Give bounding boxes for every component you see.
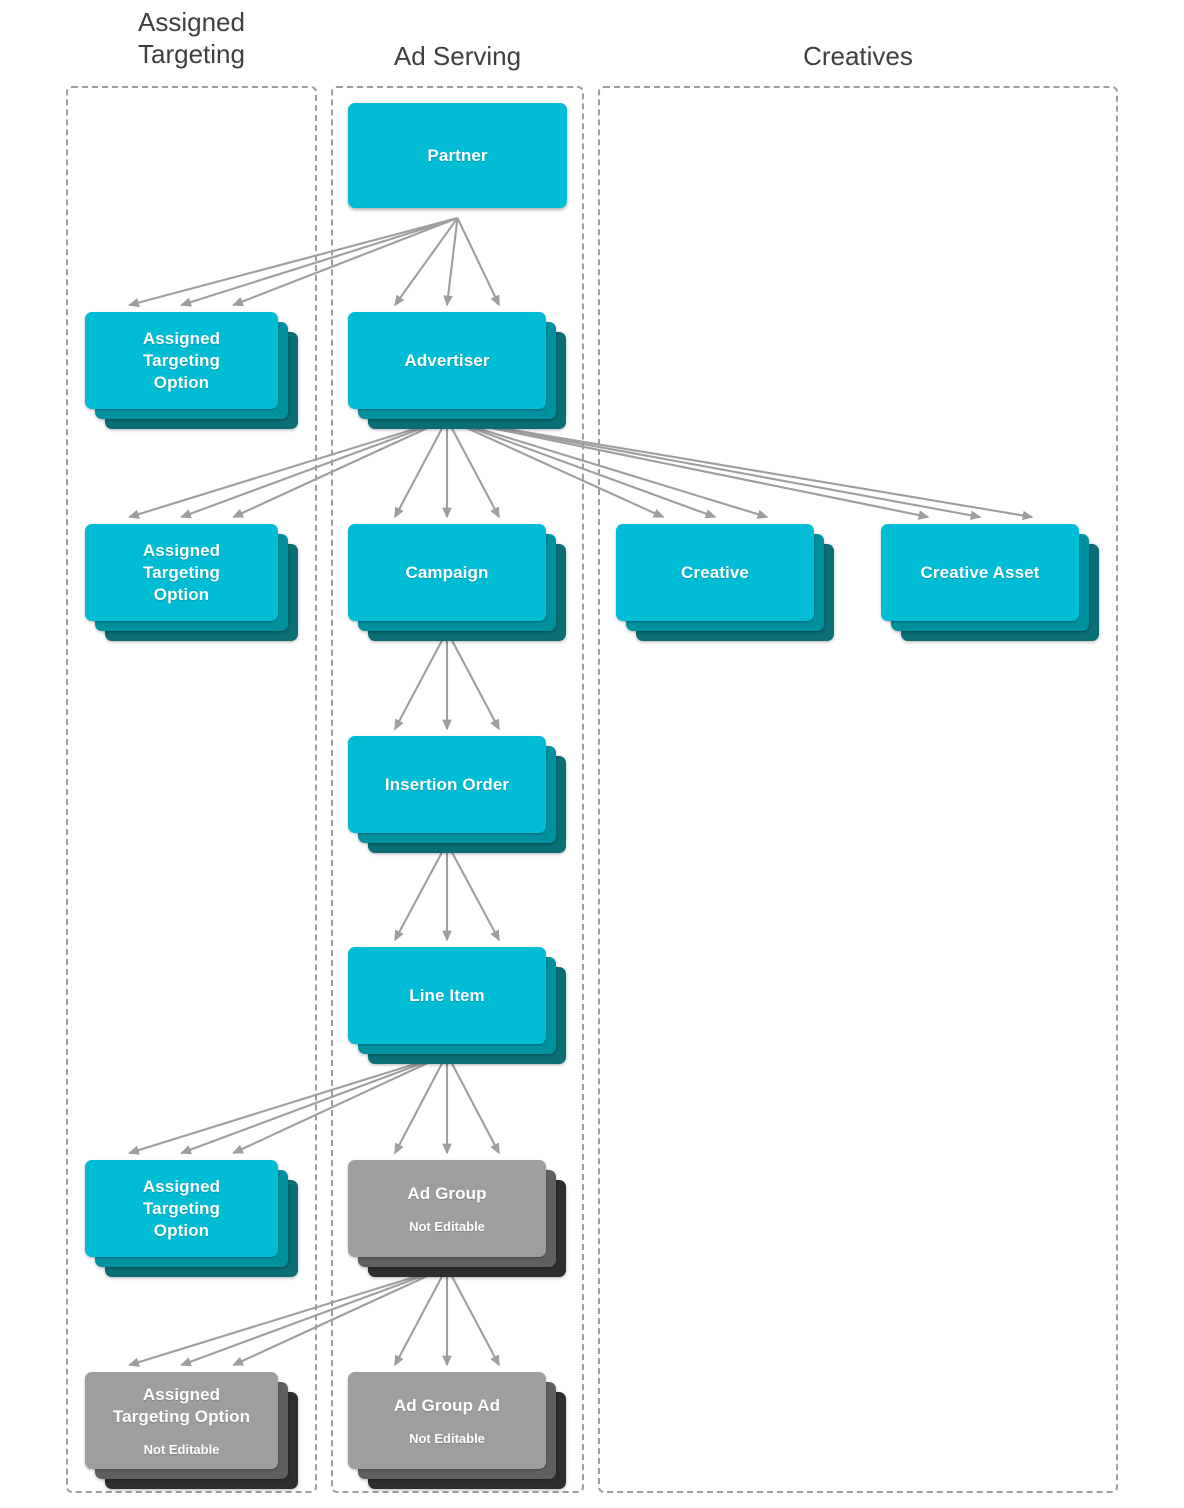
node-title: Creative bbox=[681, 562, 749, 584]
node-creative-asset[interactable]: Creative Asset bbox=[881, 524, 1099, 641]
node-ad-group-ad[interactable]: Ad Group Ad Not Editable bbox=[348, 1372, 566, 1489]
node-face[interactable]: Creative bbox=[616, 524, 814, 621]
group-container-creatives bbox=[598, 86, 1118, 1493]
node-campaign[interactable]: Campaign bbox=[348, 524, 566, 641]
node-subtitle-badge: Not Editable bbox=[409, 1218, 485, 1234]
node-title: Insertion Order bbox=[385, 774, 509, 796]
column-header-line-2: Targeting bbox=[138, 39, 245, 69]
node-title: Ad Group Ad bbox=[394, 1395, 500, 1417]
column-header-assigned-targeting: Assigned Targeting bbox=[66, 6, 317, 70]
node-title-line: Option bbox=[153, 584, 210, 604]
node-title: Partner bbox=[427, 145, 487, 167]
node-title-line: Creative Asset bbox=[920, 562, 1040, 582]
node-title: Campaign bbox=[406, 562, 489, 584]
node-title-line: Assigned bbox=[142, 1384, 221, 1404]
node-title-line: Targeting bbox=[142, 562, 221, 582]
node-title-line: Targeting Option bbox=[112, 1406, 251, 1426]
group-container-ad-serving bbox=[331, 86, 584, 1493]
node-title-line: Creative bbox=[681, 562, 749, 582]
node-title-line: Targeting bbox=[142, 1198, 221, 1218]
node-face[interactable]: Line Item bbox=[348, 947, 546, 1044]
node-creative[interactable]: Creative bbox=[616, 524, 834, 641]
column-header-creatives: Creatives bbox=[803, 41, 913, 71]
node-face[interactable]: Ad Group Ad Not Editable bbox=[348, 1372, 546, 1469]
node-subtitle-badge: Not Editable bbox=[409, 1430, 485, 1446]
node-title-line: Option bbox=[153, 1220, 210, 1240]
node-title-line: Assigned bbox=[142, 540, 221, 560]
node-face[interactable]: Advertiser bbox=[348, 312, 546, 409]
node-title-line: Partner bbox=[427, 145, 488, 165]
group-container-assigned-targeting bbox=[66, 86, 317, 1493]
node-title-line: Insertion Order bbox=[384, 774, 510, 794]
node-title-line: Ad Group bbox=[407, 1183, 487, 1203]
node-title-line: Assigned bbox=[142, 1176, 221, 1196]
node-subtitle-badge: Not Editable bbox=[143, 1441, 220, 1457]
node-title-line: Advertiser bbox=[404, 350, 490, 370]
node-insertion-order[interactable]: Insertion Order bbox=[348, 736, 566, 853]
node-partner[interactable]: Partner bbox=[348, 103, 567, 208]
node-title-line: Option bbox=[153, 372, 210, 392]
node-face[interactable]: Insertion Order bbox=[348, 736, 546, 833]
node-title: Ad Group bbox=[407, 1183, 486, 1205]
node-title-line: Targeting bbox=[142, 350, 221, 370]
node-line-item[interactable]: Line Item bbox=[348, 947, 566, 1064]
column-header-ad-serving: Ad Serving bbox=[393, 41, 522, 71]
node-face[interactable]: Creative Asset bbox=[881, 524, 1079, 621]
node-advertiser[interactable]: Advertiser bbox=[348, 312, 566, 429]
node-title-line: Ad Group Ad bbox=[393, 1395, 501, 1415]
node-face[interactable]: Partner bbox=[348, 103, 567, 208]
node-title-line: Line Item bbox=[409, 985, 485, 1005]
node-title: Advertiser bbox=[404, 350, 489, 372]
node-title-line: Campaign bbox=[405, 562, 489, 582]
node-title: Creative Asset bbox=[921, 562, 1040, 584]
column-header-line-1: Assigned bbox=[138, 7, 245, 37]
node-face[interactable]: Campaign bbox=[348, 524, 546, 621]
node-title-line: Assigned bbox=[142, 328, 221, 348]
node-title: Line Item bbox=[409, 985, 485, 1007]
